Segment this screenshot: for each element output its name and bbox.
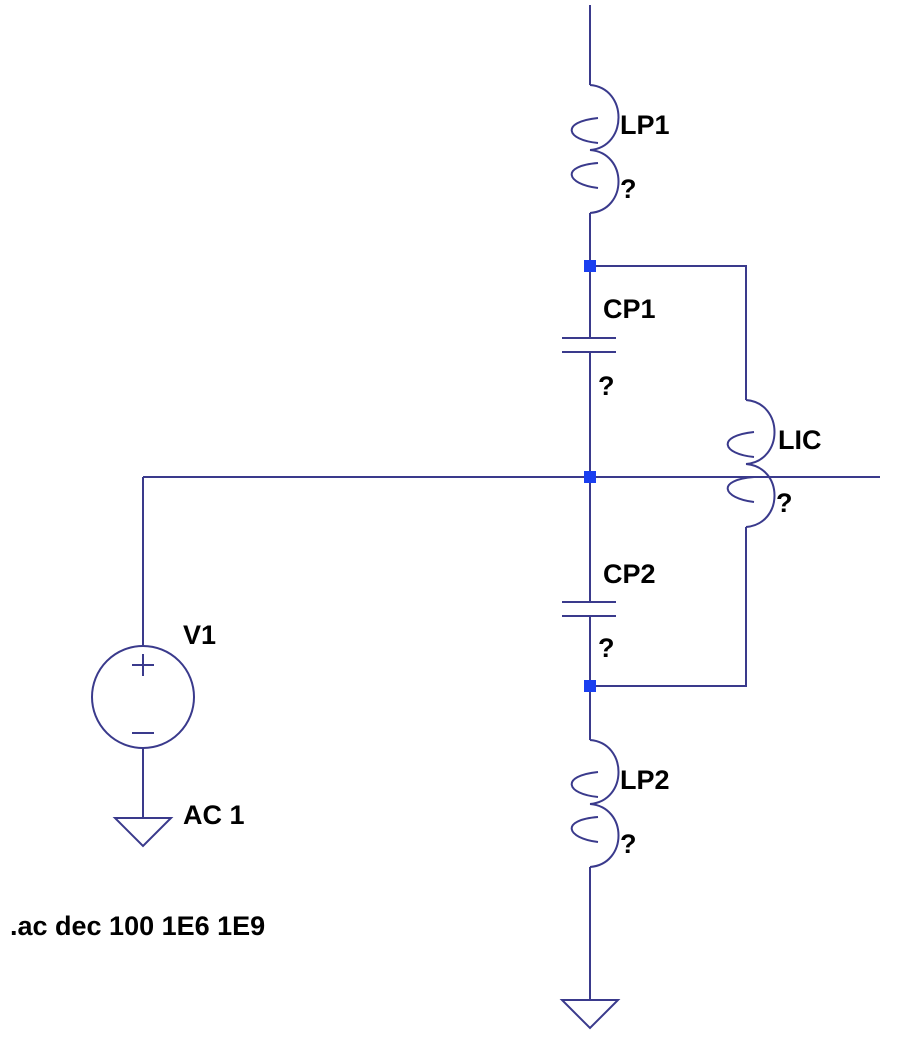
junction-node-a: [584, 260, 596, 272]
capacitor-icon: [562, 337, 616, 353]
inductor-lp2[interactable]: LP2 ?: [570, 739, 670, 868]
lp2-value-label: ?: [620, 829, 637, 859]
lp1-value-label: ?: [620, 174, 637, 204]
wire-lic-to-node-c: [590, 527, 747, 687]
inductor-icon: [726, 399, 776, 528]
cp1-name-label: CP1: [603, 294, 656, 324]
wire-node-a-to-lic: [590, 265, 747, 400]
lic-name-label: LIC: [778, 425, 822, 455]
junction-node-b: [584, 471, 596, 483]
cp2-name-label: CP2: [603, 559, 656, 589]
lp2-name-label: LP2: [620, 765, 670, 795]
cp1-value-label: ?: [598, 371, 615, 401]
inductor-lic[interactable]: LIC ?: [726, 399, 822, 528]
voltage-source-icon: [91, 645, 195, 749]
v1-value-label: AC 1: [183, 800, 245, 830]
cp2-value-label: ?: [598, 633, 615, 663]
capacitor-cp1[interactable]: CP1 ?: [562, 294, 656, 401]
wires: [142, 5, 880, 1000]
lic-value-label: ?: [776, 488, 793, 518]
ground-icon: [112, 817, 174, 848]
inductor-icon: [570, 739, 620, 868]
junction-node-c: [584, 680, 596, 692]
spice-directive[interactable]: .ac dec 100 1E6 1E9: [10, 911, 265, 941]
voltage-source-v1[interactable]: V1 AC 1: [91, 620, 245, 830]
capacitor-cp2[interactable]: CP2 ?: [562, 559, 656, 663]
ground-icon: [559, 999, 621, 1030]
lp1-name-label: LP1: [620, 110, 670, 140]
v1-name-label: V1: [183, 620, 216, 650]
inductor-lp1[interactable]: LP1 ?: [570, 84, 670, 214]
junction-nodes: [584, 260, 596, 692]
capacitor-icon: [562, 601, 616, 617]
inductor-icon: [570, 84, 620, 214]
